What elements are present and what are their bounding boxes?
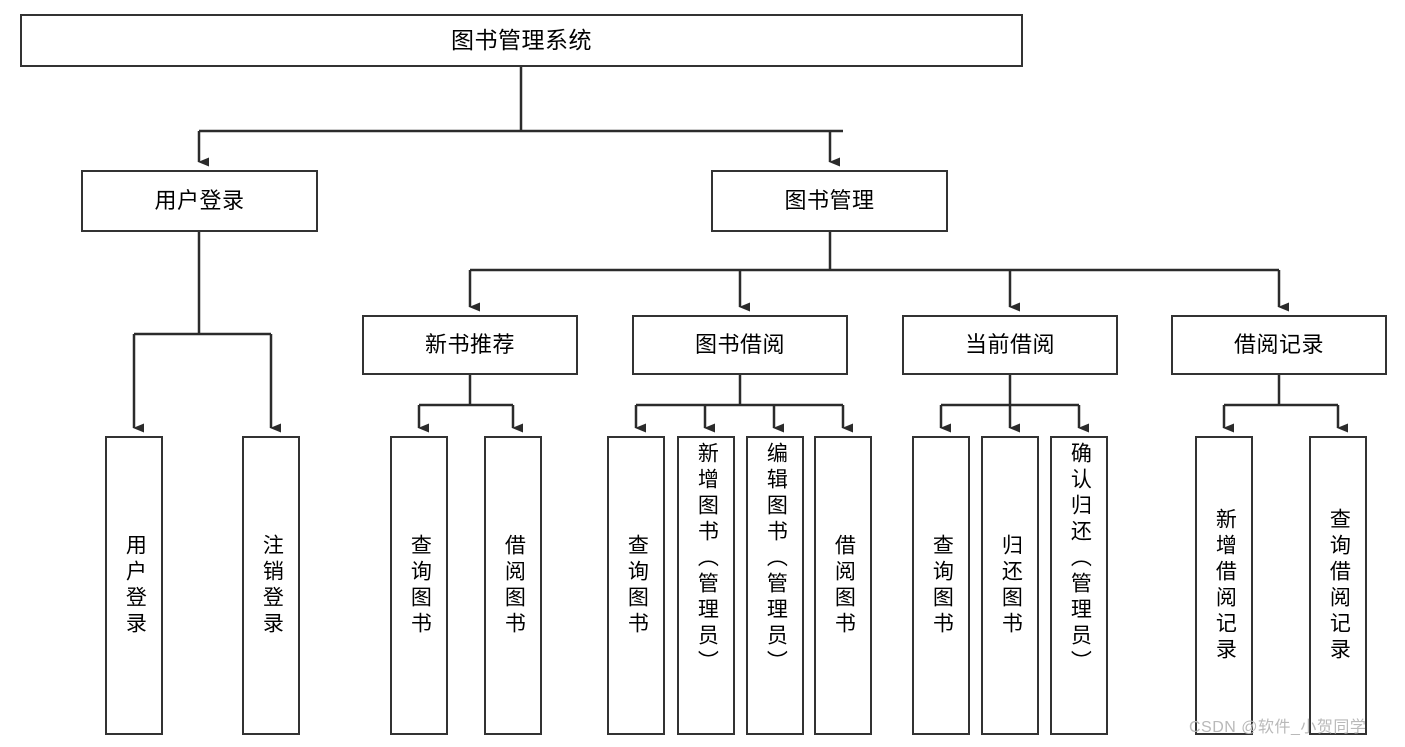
- leaf-query-book-recommend[interactable]: 查询图书: [390, 436, 448, 735]
- node-label: 确认归还（管理员）: [1068, 442, 1092, 676]
- leaf-borrow-book-recommend[interactable]: 借阅图书: [484, 436, 542, 735]
- leaf-query-book-borrow[interactable]: 查询图书: [607, 436, 665, 735]
- node-label: 查询图书: [625, 533, 649, 638]
- node-book-borrow[interactable]: 图书借阅: [632, 315, 848, 375]
- node-label: 查询图书: [408, 533, 432, 638]
- watermark-text: CSDN @软件_小贺同学: [1189, 719, 1367, 736]
- node-label: 借阅记录: [1233, 332, 1324, 358]
- node-label: 当前借阅: [964, 332, 1055, 358]
- leaf-borrow-book[interactable]: 借阅图书: [814, 436, 872, 735]
- node-user-login[interactable]: 用户登录: [81, 170, 318, 232]
- node-label: 新书推荐: [424, 332, 515, 358]
- leaf-add-book-admin[interactable]: 新增图书（管理员）: [677, 436, 735, 735]
- leaf-edit-book-admin[interactable]: 编辑图书（管理员）: [746, 436, 804, 735]
- node-current-borrow[interactable]: 当前借阅: [902, 315, 1118, 375]
- leaf-return-book[interactable]: 归还图书: [981, 436, 1039, 735]
- node-label: 查询图书: [930, 533, 954, 638]
- node-label: 图书管理: [784, 188, 875, 214]
- node-label: 编辑图书（管理员）: [764, 442, 788, 676]
- leaf-logout-login[interactable]: 注销登录: [242, 436, 300, 735]
- leaf-query-book-current[interactable]: 查询图书: [912, 436, 970, 735]
- node-label: 查询借阅记录: [1327, 507, 1351, 664]
- node-book-management[interactable]: 图书管理: [711, 170, 948, 232]
- node-label: 借阅图书: [502, 533, 526, 638]
- node-label: 归还图书: [999, 533, 1023, 638]
- leaf-add-borrow-record[interactable]: 新增借阅记录: [1195, 436, 1253, 735]
- leaf-query-borrow-record[interactable]: 查询借阅记录: [1309, 436, 1367, 735]
- node-root-book-management-system[interactable]: 图书管理系统: [20, 14, 1023, 67]
- leaf-confirm-return-admin[interactable]: 确认归还（管理员）: [1050, 436, 1108, 735]
- node-label: 用户登录: [123, 533, 147, 638]
- node-new-book-recommend[interactable]: 新书推荐: [362, 315, 578, 375]
- leaf-user-login[interactable]: 用户登录: [105, 436, 163, 735]
- node-label: 新增图书（管理员）: [695, 442, 719, 676]
- node-borrow-record[interactable]: 借阅记录: [1171, 315, 1387, 375]
- node-label: 新增借阅记录: [1213, 507, 1237, 664]
- node-label: 图书借阅: [694, 332, 785, 358]
- node-label: 注销登录: [260, 533, 284, 638]
- node-label: 图书管理系统: [451, 26, 592, 53]
- node-label: 用户登录: [154, 188, 245, 214]
- node-label: 借阅图书: [832, 533, 856, 638]
